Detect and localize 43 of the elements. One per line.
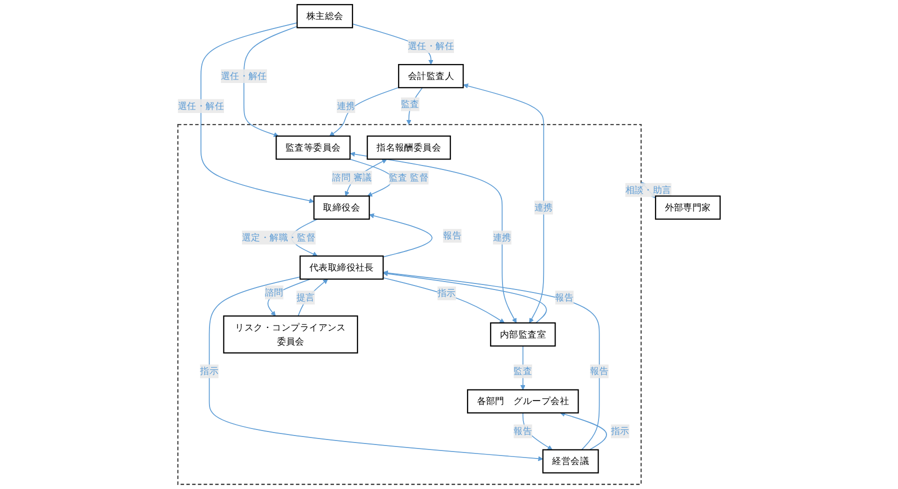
- edge-label: 諮問 審議: [332, 172, 372, 183]
- cluster: [177, 124, 642, 485]
- edge-label: 選任・解任: [220, 70, 267, 82]
- node-box: 取締役会: [313, 195, 370, 220]
- arrow: [369, 213, 432, 258]
- node-box: 内部監査室: [490, 322, 556, 347]
- arrow: [560, 412, 607, 450]
- arrow: [520, 346, 526, 390]
- node-box: 会計監査人: [398, 64, 464, 88]
- edge-label: 諮問: [264, 286, 284, 298]
- edge-label: 報告: [555, 292, 574, 303]
- edge-label: 指示: [200, 366, 219, 377]
- edge-label: 相談・助言: [625, 184, 672, 196]
- edge-label: 連携: [336, 100, 356, 112]
- edge-label: 監査 監督: [388, 172, 429, 183]
- edge-label: 選任・解任: [178, 100, 224, 112]
- edge-label: 報告: [443, 230, 462, 242]
- edge-label: 選定・解職・監督: [242, 232, 316, 243]
- node-box: 株主総会: [296, 4, 354, 28]
- node-box: リスク・コンプライアンス委員会: [223, 315, 358, 354]
- node-box: 各部門 グループ会社: [466, 389, 579, 414]
- edge-label: 報告: [590, 366, 609, 377]
- edge-label: 選任・解任: [408, 40, 454, 52]
- edge-label: 提言: [296, 292, 315, 303]
- node-box: 監査等委員会: [276, 136, 351, 160]
- node-box: 指名報酬委員会: [366, 136, 451, 160]
- edge-label: 連携: [534, 202, 553, 213]
- arrow: [298, 278, 328, 316]
- arrow: [382, 271, 547, 324]
- arrow: [200, 22, 314, 204]
- node-box: 外部専門家: [654, 195, 721, 220]
- arrow: [382, 277, 505, 324]
- arrow: [243, 26, 298, 138]
- arrow: [463, 84, 544, 324]
- edge-label: 報告: [514, 426, 532, 437]
- node-box: 経営会議: [542, 449, 599, 474]
- edge-label: 監査: [400, 98, 420, 110]
- node-box: 代表取締役社長: [300, 255, 384, 280]
- edge-label: 指示: [610, 426, 630, 437]
- edge-label: 監査: [514, 366, 532, 377]
- edge-label: 指示: [438, 288, 456, 299]
- arrow: [329, 87, 400, 136]
- edge-label: 連携: [492, 232, 512, 243]
